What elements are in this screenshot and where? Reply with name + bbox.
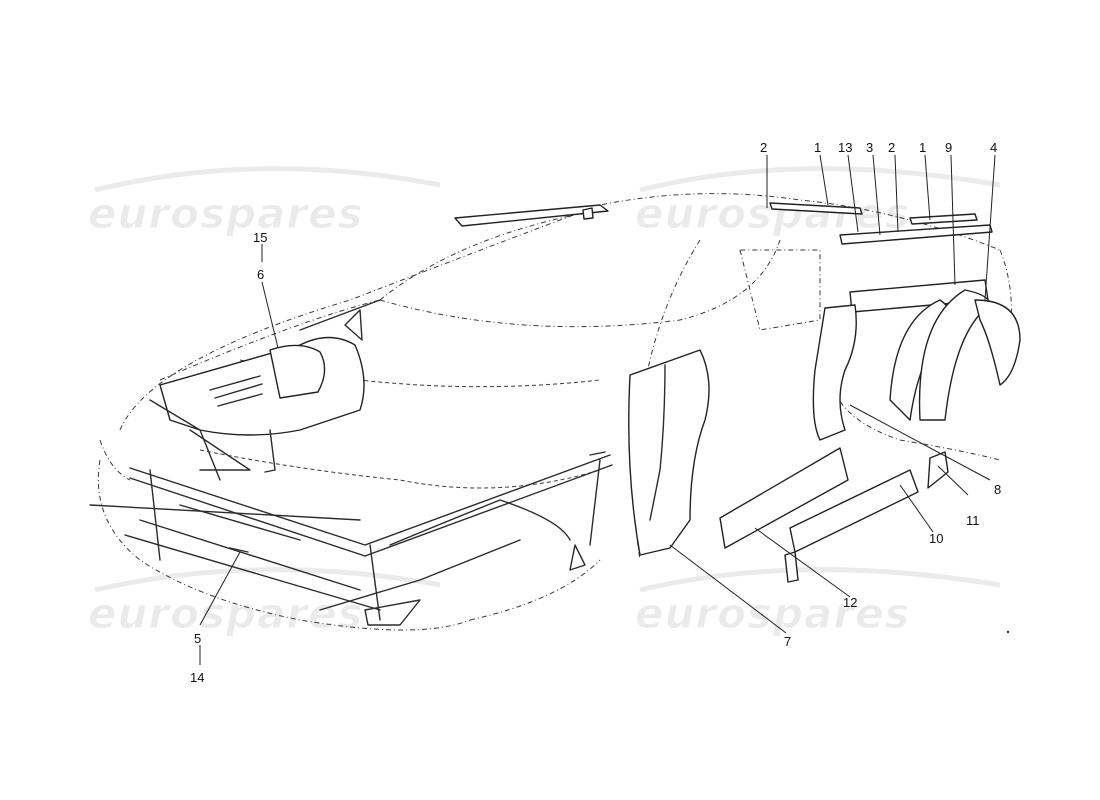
callout-7: 7 <box>784 634 791 649</box>
callout-11: 11 <box>966 513 980 528</box>
dashboard-panel <box>149 299 381 481</box>
watermark-bottom-right: eurospares <box>635 589 911 638</box>
door-pillar <box>812 304 857 441</box>
callout-10: 10 <box>929 531 943 546</box>
callout-1: 1 <box>814 140 821 155</box>
watermark-swoosh <box>639 567 1001 593</box>
sill-panels <box>719 447 949 583</box>
watermark-swoosh <box>94 166 441 193</box>
watermark-swoosh <box>639 166 1001 193</box>
watermark-top-right: eurospares <box>635 189 911 238</box>
callout-13: 13 <box>838 140 852 155</box>
callout-8: 8 <box>994 482 1001 497</box>
callout-12: 12 <box>843 595 857 610</box>
callout-1: 1 <box>919 140 926 155</box>
leader-lines <box>199 154 996 665</box>
callout-3: 3 <box>866 140 873 155</box>
callout-14: 14 <box>190 670 204 685</box>
watermark-group: eurospares eurospares eurospares eurospa… <box>88 166 1001 639</box>
callout-2: 2 <box>760 140 767 155</box>
watermark-swoosh <box>94 567 441 593</box>
pillar-panel <box>628 349 710 556</box>
callout-5: 5 <box>194 631 201 646</box>
front-frame <box>89 429 613 626</box>
callout-2: 2 <box>888 140 895 155</box>
wheel-arches <box>889 289 1021 421</box>
watermark-top-left: eurospares <box>88 189 364 238</box>
stray-mark <box>1006 630 1010 634</box>
callout-4: 4 <box>990 140 997 155</box>
callout-15: 15 <box>253 230 267 245</box>
roof-rails <box>454 202 993 245</box>
callout-6: 6 <box>257 267 264 282</box>
callout-numbers: 2 1 13 3 2 1 9 4 15 6 8 11 10 12 7 5 14 <box>190 140 1001 685</box>
watermark-bottom-left: eurospares <box>88 589 364 638</box>
callout-9: 9 <box>945 140 952 155</box>
